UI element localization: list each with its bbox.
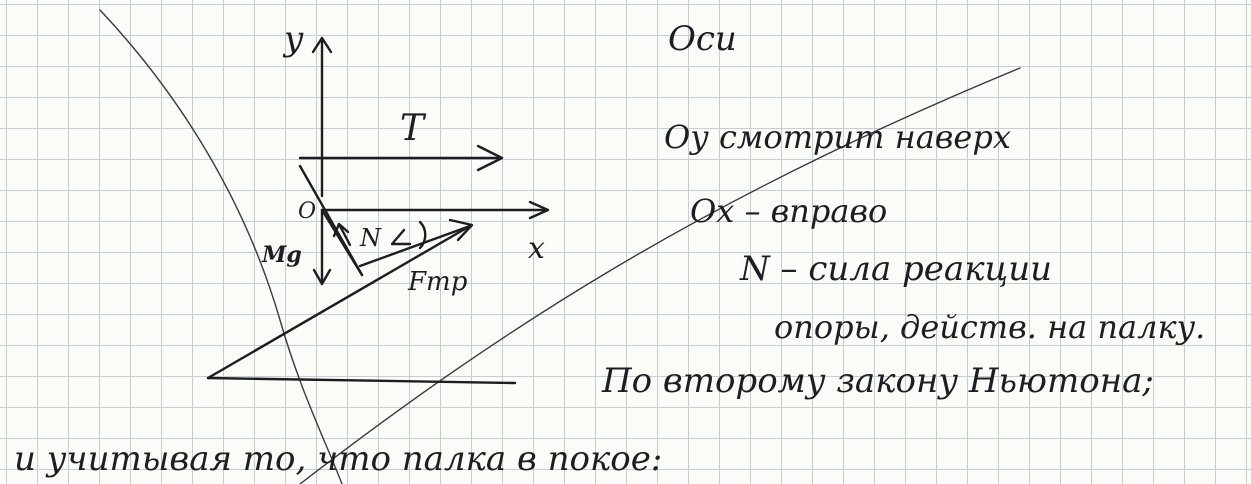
notes-title: Оси xyxy=(668,19,737,59)
gravity-arrowhead xyxy=(312,268,332,286)
friction-arrow xyxy=(358,224,472,268)
angle-arc xyxy=(418,220,427,250)
notes-newton-line: По второму закону Ньютона; xyxy=(601,361,1154,401)
sweep-line-right xyxy=(299,67,1021,484)
x-axis-label: x xyxy=(528,231,545,266)
y-axis-arrowhead xyxy=(311,36,333,54)
friction-arrowhead xyxy=(448,218,474,242)
friction-label: Fтр xyxy=(407,267,468,297)
normal-label: N xyxy=(359,224,382,252)
gravity-label: Mg xyxy=(261,242,302,268)
tension-arrowhead xyxy=(476,144,504,172)
notes-bottom-line: и учитывая то, что палка в покое: xyxy=(14,439,662,479)
notes-ox-line: Ох – вправо xyxy=(690,192,887,230)
x-axis-arrowhead xyxy=(528,200,550,220)
notes-normal-line-2: опоры, действ. на палку. xyxy=(774,308,1205,346)
triangle-side xyxy=(320,208,364,277)
floor-line xyxy=(206,376,517,385)
tension-label: T xyxy=(400,108,427,149)
notes-normal-line-1: N – сила реакции xyxy=(739,249,1052,289)
origin-label: O xyxy=(298,199,316,224)
normal-arrowhead xyxy=(332,222,350,238)
incline-line xyxy=(206,224,472,380)
y-axis-label: y xyxy=(282,19,304,59)
angle-symbol xyxy=(390,228,412,246)
sweep-curve-left xyxy=(99,9,343,484)
normal-arrow xyxy=(338,224,352,247)
notes-oy-line: Оу смотрит наверх xyxy=(664,118,1011,156)
